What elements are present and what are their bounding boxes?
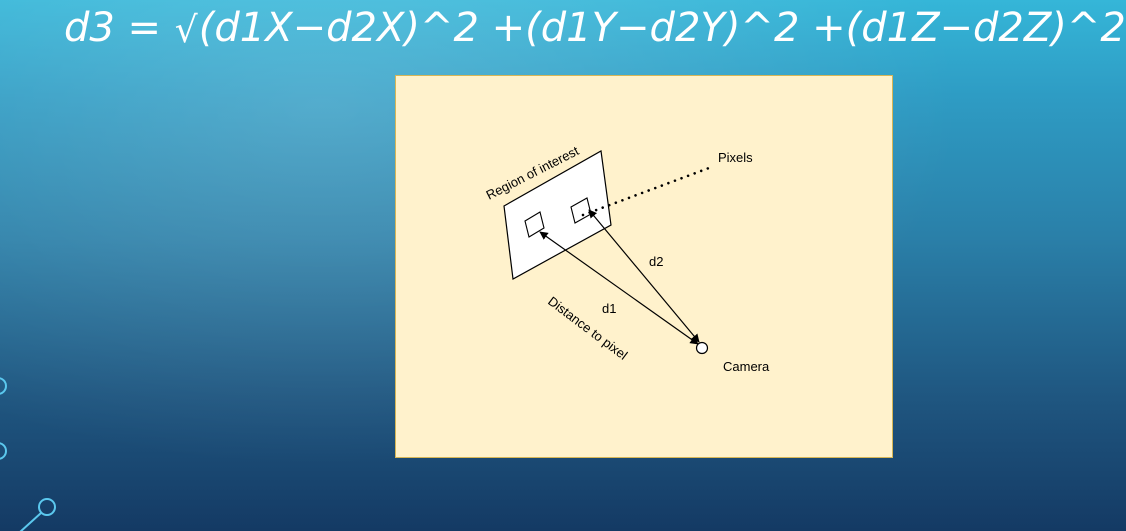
- d1-label: d1: [602, 301, 616, 316]
- decorative-node-icon: [38, 498, 56, 516]
- pixels-dotted-line: [581, 166, 711, 217]
- decorative-circuit-lines: [0, 377, 56, 531]
- d2-label: d2: [649, 254, 663, 269]
- formula-rhs: (d1X−d2X)^2 +(d1Y−d2Y)^2 +(d1Z−d2Z)^2: [198, 5, 1126, 51]
- pixel-left: [524, 211, 545, 238]
- formula-lhs: d3 =: [64, 5, 162, 51]
- decorative-node-icon: [0, 377, 7, 395]
- d2-distance-arrow: [588, 209, 700, 343]
- decorative-node-icon: [0, 442, 7, 460]
- decorative-connector: [19, 512, 42, 531]
- camera-label: Camera: [723, 359, 770, 374]
- formula-title: d3 = √(d1X−d2X)^2 +(d1Y−d2Y)^2 +(d1Z−d2Z…: [64, 2, 1126, 54]
- distance-to-pixel-label: Distance to pixel: [545, 293, 630, 362]
- square-root-icon: √: [174, 10, 198, 51]
- camera-icon: [695, 341, 709, 355]
- d1-distance-arrow: [539, 231, 699, 345]
- pixels-label: Pixels: [718, 150, 753, 165]
- diagram-canvas: Region of interest Pixels d2 d1 Distance…: [484, 143, 770, 374]
- diagram-panel: Region of interest Pixels d2 d1 Distance…: [395, 75, 893, 458]
